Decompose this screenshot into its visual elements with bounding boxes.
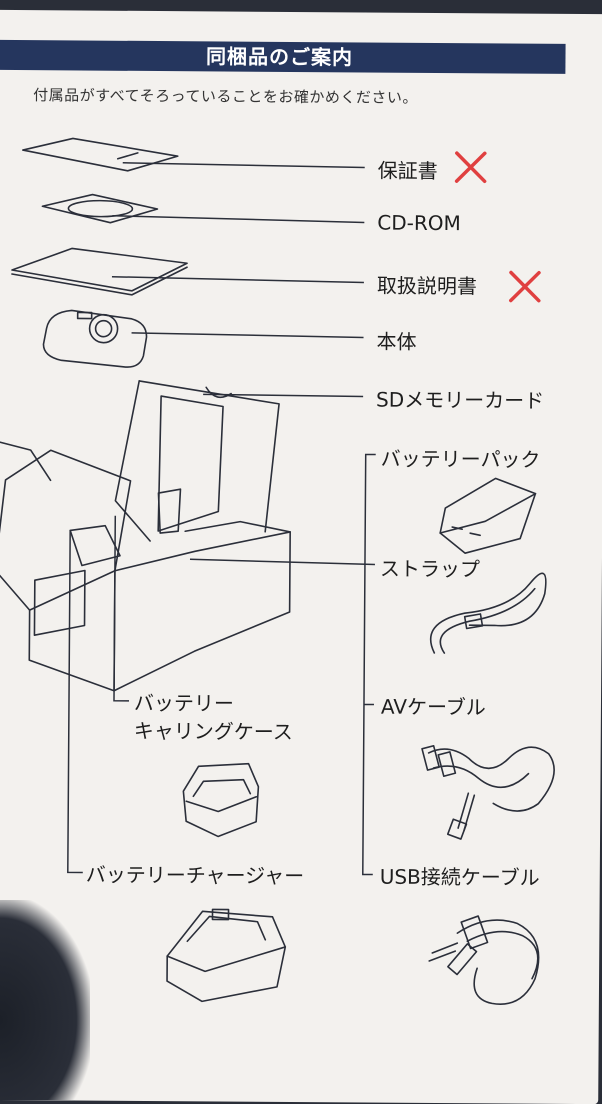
leader-line-charger <box>68 530 85 872</box>
battery-charger-drawing <box>167 909 286 1002</box>
label-av-cable: AVケーブル <box>381 691 486 721</box>
label-battery-case-line2: キャリングケース <box>134 715 293 745</box>
contents-illustration <box>0 10 602 1104</box>
leader-line-strap <box>190 559 375 564</box>
label-strap: ストラップ <box>380 553 480 583</box>
warranty-sheet-drawing <box>23 138 178 171</box>
cross-mark-icon <box>507 268 543 304</box>
label-camera-body: 本体 <box>376 326 416 355</box>
av-cable-drawing <box>421 746 554 840</box>
label-usb-cable: USB接続ケーブル <box>380 861 540 891</box>
camera-body-drawing <box>43 310 146 367</box>
leader-line-battery-case <box>114 516 130 701</box>
leader-vertical-right <box>363 454 376 874</box>
battery-case-drawing <box>183 763 259 837</box>
manual-drawing <box>12 248 187 295</box>
label-sd-card: SDメモリーカード <box>376 384 544 414</box>
leader-line-cdrom <box>112 216 364 223</box>
battery-pack-drawing <box>440 478 536 554</box>
package-contents-card: 同梱品のご案内 付属品がすべてそろっていることをお確かめください。 <box>0 10 602 1104</box>
label-warranty: 保証書 <box>378 155 438 184</box>
label-battery-case-line1: バッテリー <box>134 687 234 717</box>
leader-line-warranty <box>123 163 365 168</box>
cdrom-drawing <box>42 194 157 223</box>
box-drawing <box>0 380 291 692</box>
label-manual: 取扱説明書 <box>377 270 477 300</box>
usb-cable-drawing <box>429 916 539 1005</box>
strap-drawing <box>431 573 546 654</box>
leader-line-camera-body <box>132 333 364 338</box>
label-cdrom: CD-ROM <box>377 211 461 236</box>
cross-mark-icon <box>453 149 489 185</box>
label-battery-pack: バッテリーパック <box>381 443 541 473</box>
label-battery-charger: バッテリーチャージャー <box>86 859 305 890</box>
background-edge <box>0 900 90 1100</box>
